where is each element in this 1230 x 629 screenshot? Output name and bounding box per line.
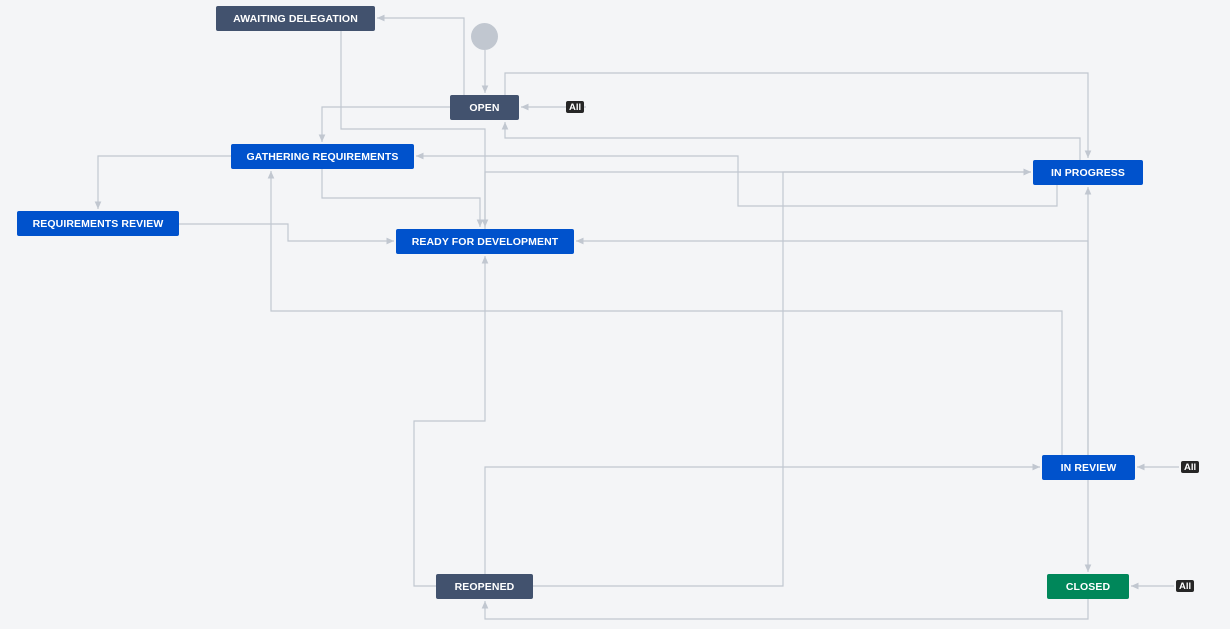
transition-reopened-ready <box>413 256 489 587</box>
transition-reopened-inprogress <box>533 168 1031 587</box>
transition-gathering-ready <box>321 169 484 227</box>
status-in-progress[interactable]: IN PROGRESS <box>1033 160 1143 185</box>
status-closed[interactable]: CLOSED <box>1047 574 1129 599</box>
status-requirements-review[interactable]: REQUIREMENTS REVIEW <box>17 211 179 236</box>
transition-reopened-inreview <box>484 463 1040 574</box>
status-open[interactable]: OPEN <box>450 95 519 120</box>
transition-gathering-reqreview <box>94 155 231 209</box>
status-ready-for-development[interactable]: READY FOR DEVELOPMENT <box>396 229 574 254</box>
transition-ready-inprogress <box>484 168 1031 229</box>
status-reopened[interactable]: REOPENED <box>436 574 533 599</box>
transition-open-inprogress <box>504 72 1092 158</box>
transition-inprogress-open <box>501 122 1081 160</box>
global-transition-badge-open[interactable]: All <box>566 101 585 113</box>
transition-inprogress-gathering <box>416 152 1058 207</box>
transition-inreview-ready <box>576 237 1089 455</box>
transition-open-gathering <box>318 106 450 142</box>
start-node <box>471 23 498 50</box>
status-in-review[interactable]: IN REVIEW <box>1042 455 1135 480</box>
transition-open-awaiting <box>377 14 465 95</box>
transition-closed-reopened <box>481 599 1089 620</box>
transition-inreview-gathering <box>267 171 1063 455</box>
transition-reqreview-ready <box>179 223 394 245</box>
global-transition-badge-closed[interactable]: All <box>1176 580 1195 592</box>
global-transition-badge-in-review[interactable]: All <box>1181 461 1200 473</box>
status-awaiting-delegation[interactable]: AWAITING DELEGATION <box>216 6 375 31</box>
status-gathering-requirements[interactable]: GATHERING REQUIREMENTS <box>231 144 414 169</box>
